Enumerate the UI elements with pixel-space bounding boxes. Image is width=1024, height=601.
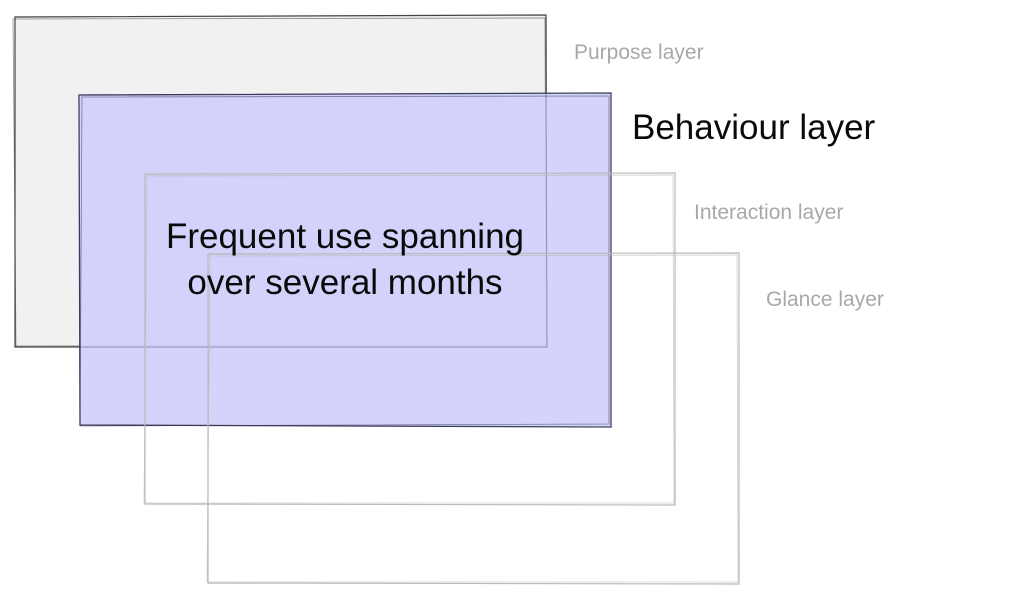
behaviour-description: Frequent use spanning over several month… [120, 214, 570, 306]
glance-layer-box [206, 252, 740, 585]
description-line-2: over several months [187, 263, 503, 302]
interaction-layer-label: Interaction layer [694, 201, 844, 224]
behaviour-layer-box [78, 92, 612, 428]
behaviour-layer-label: Behaviour layer [632, 108, 876, 147]
description-line-1: Frequent use spanning [165, 217, 525, 256]
purpose-layer-label: Purpose layer [574, 41, 704, 64]
purpose-layer-overlap-edge [80, 93, 548, 348]
glance-layer-label: Glance layer [766, 288, 884, 311]
interaction-layer-box [143, 172, 676, 506]
